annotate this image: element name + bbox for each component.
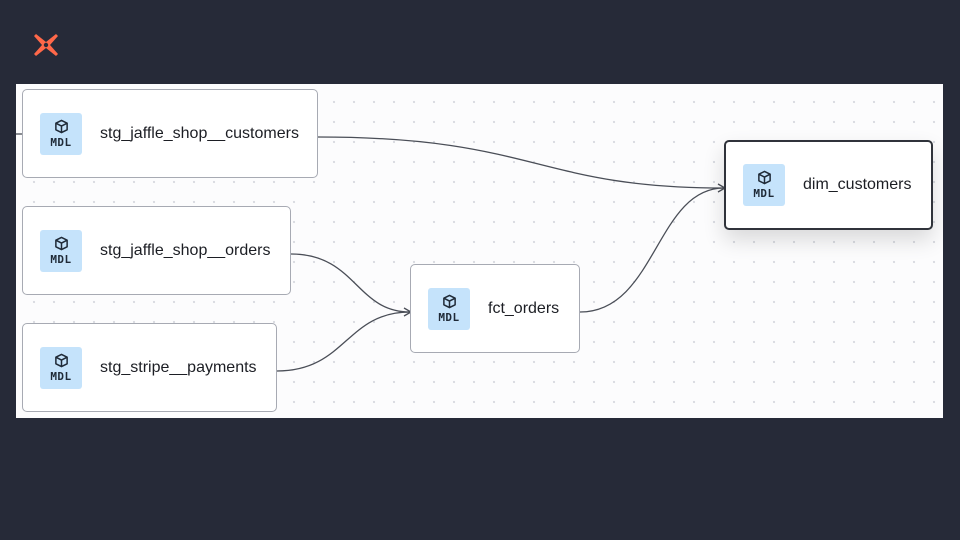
node-label: stg_jaffle_shop__orders [100, 241, 271, 259]
cube-icon [442, 294, 456, 308]
edge-stg-orders-to-fct-orders [290, 253, 411, 313]
node-label: fct_orders [488, 299, 560, 317]
edge-fct-orders-to-dim-customers [579, 187, 725, 313]
node-fct-orders[interactable]: MDL fct_orders [410, 264, 580, 353]
model-badge-text: MDL [50, 369, 72, 383]
dbt-logo-icon[interactable] [32, 31, 60, 59]
model-badge-text: MDL [438, 310, 460, 324]
node-stg-jaffle-shop-customers[interactable]: MDL stg_jaffle_shop__customers [22, 89, 318, 178]
cube-icon [757, 170, 771, 185]
model-badge: MDL [40, 112, 82, 155]
model-badge: MDL [40, 346, 82, 389]
node-stg-stripe-payments[interactable]: MDL stg_stripe__payments [22, 323, 277, 412]
node-dim-customers[interactable]: MDL dim_customers [724, 140, 933, 230]
model-badge: MDL [743, 164, 785, 206]
cube-icon [54, 119, 68, 133]
model-badge-text: MDL [753, 187, 775, 200]
edge-stg-payments-to-fct-orders [276, 311, 411, 372]
lineage-edges [16, 133, 727, 372]
edge-stg-customers-to-dim-customers [317, 136, 725, 189]
model-badge-text: MDL [50, 135, 72, 149]
model-badge-text: MDL [50, 252, 72, 266]
model-badge: MDL [40, 229, 82, 272]
cube-icon [54, 353, 68, 367]
node-label: stg_stripe__payments [100, 358, 257, 376]
node-stg-jaffle-shop-orders[interactable]: MDL stg_jaffle_shop__orders [22, 206, 291, 295]
node-label: stg_jaffle_shop__customers [100, 124, 299, 142]
model-badge: MDL [428, 287, 470, 330]
node-label: dim_customers [803, 176, 912, 193]
cube-icon [54, 236, 68, 250]
lineage-canvas[interactable]: MDL stg_jaffle_shop__customers MDL stg_j… [16, 84, 943, 418]
